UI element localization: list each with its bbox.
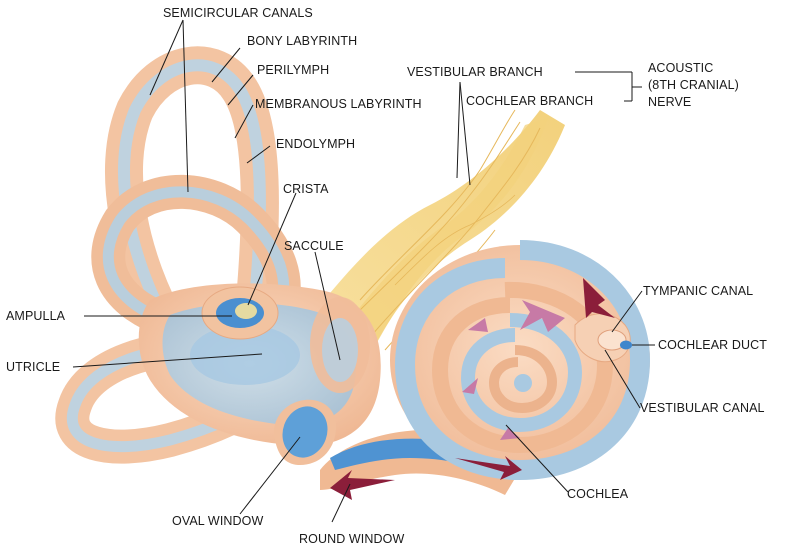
label-vestibular-canal: VESTIBULAR CANAL [640,401,765,415]
label-cochlear-duct: COCHLEAR DUCT [658,338,767,352]
label-acoustic-line3: NERVE [648,95,691,109]
label-vestibular-branch: VESTIBULAR BRANCH [407,65,543,79]
ampulla [202,287,278,339]
label-crista: CRISTA [283,182,329,196]
label-acoustic-line1: ACOUSTIC [648,61,713,75]
label-acoustic-line2: (8TH CRANIAL) [648,78,739,92]
label-perilymph: PERILYMPH [257,63,329,77]
label-tympanic-canal: TYMPANIC CANAL [643,284,753,298]
label-saccule: SACCULE [284,239,344,253]
label-oval-window: OVAL WINDOW [172,514,263,528]
label-semicircular-canals: SEMICIRCULAR CANALS [163,6,313,20]
label-utricle: UTRICLE [6,360,60,374]
label-ampulla: AMPULLA [6,309,66,323]
label-cochlea: COCHLEA [567,487,629,501]
label-round-window: ROUND WINDOW [299,532,404,546]
label-membranous-labyrinth: MEMBRANOUS LABYRINTH [255,97,422,111]
label-bony-labyrinth: BONY LABYRINTH [247,34,357,48]
label-cochlear-branch: COCHLEAR BRANCH [466,94,593,108]
label-endolymph: ENDOLYMPH [276,137,355,151]
